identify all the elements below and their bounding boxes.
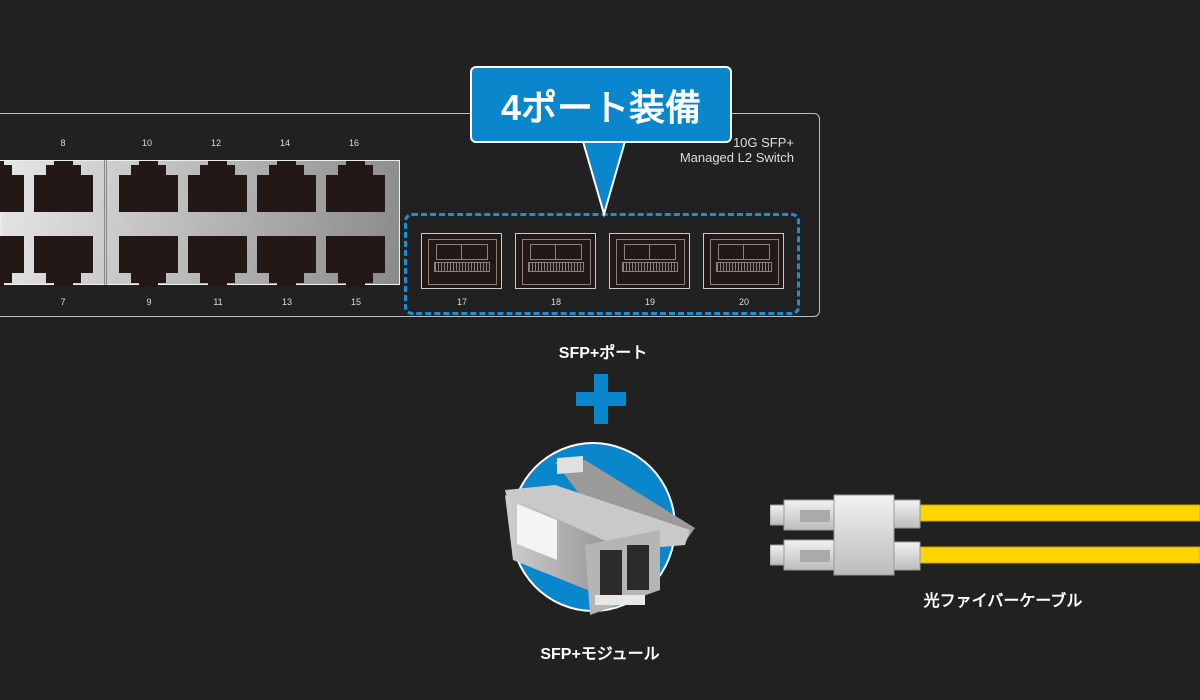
rj45-port-15: [326, 236, 385, 287]
sfp-port-label: 18: [550, 297, 562, 307]
rj45-port-8: [34, 161, 93, 212]
sfp-port-18: [515, 233, 596, 289]
port-label: 15: [350, 297, 362, 307]
rj45-port-12: [188, 161, 247, 212]
port-label: 7: [60, 297, 66, 307]
rj45-port: [0, 161, 24, 212]
switch-model-line2: Managed L2 Switch: [679, 150, 794, 165]
sfp-port-label: 19: [644, 297, 656, 307]
port-label: 8: [60, 138, 66, 148]
port-label: 11: [213, 297, 223, 307]
rj45-port-13: [257, 236, 316, 287]
fiber-cable-image: [770, 494, 1200, 576]
sfp-port-label: 20: [738, 297, 750, 307]
sfp-port-label: 17: [456, 297, 468, 307]
rj45-port-7: [34, 236, 93, 287]
sfp-port-17: [421, 233, 502, 289]
callout-badge: 4ポート装備: [470, 66, 732, 143]
sfp-port-19: [609, 233, 690, 289]
port-label: 16: [348, 138, 360, 148]
port-label: 12: [210, 138, 222, 148]
rj45-port-11: [188, 236, 247, 287]
rj45-port-9: [119, 236, 178, 287]
callout-tail: [580, 138, 628, 218]
switch-front-panel: [0, 113, 820, 317]
sfp-port-20: [703, 233, 784, 289]
sfp-module-image: [505, 456, 695, 615]
port-group-divider: [104, 160, 107, 285]
rj45-port-panel: [0, 160, 400, 287]
switch-model-line1: 10G SFP+: [732, 135, 794, 150]
callout-text: 4ポート装備: [500, 86, 702, 128]
fiber-cable-caption: 光ファイバーケーブル: [923, 593, 1083, 610]
rj45-port-16: [326, 161, 385, 212]
sfp-port-caption: SFP+ポート: [558, 345, 648, 362]
rj45-port-14: [257, 161, 316, 212]
sfp-module-caption: SFP+モジュール: [540, 646, 660, 663]
rj45-port: [0, 236, 24, 287]
port-label: 13: [281, 297, 293, 307]
sfp-highlight-box: [404, 213, 800, 315]
rj45-port-10: [119, 161, 178, 212]
port-label: 14: [279, 138, 291, 148]
port-label: 9: [146, 297, 152, 307]
port-label: 10: [141, 138, 153, 148]
plus-icon-vertical: [594, 374, 608, 424]
